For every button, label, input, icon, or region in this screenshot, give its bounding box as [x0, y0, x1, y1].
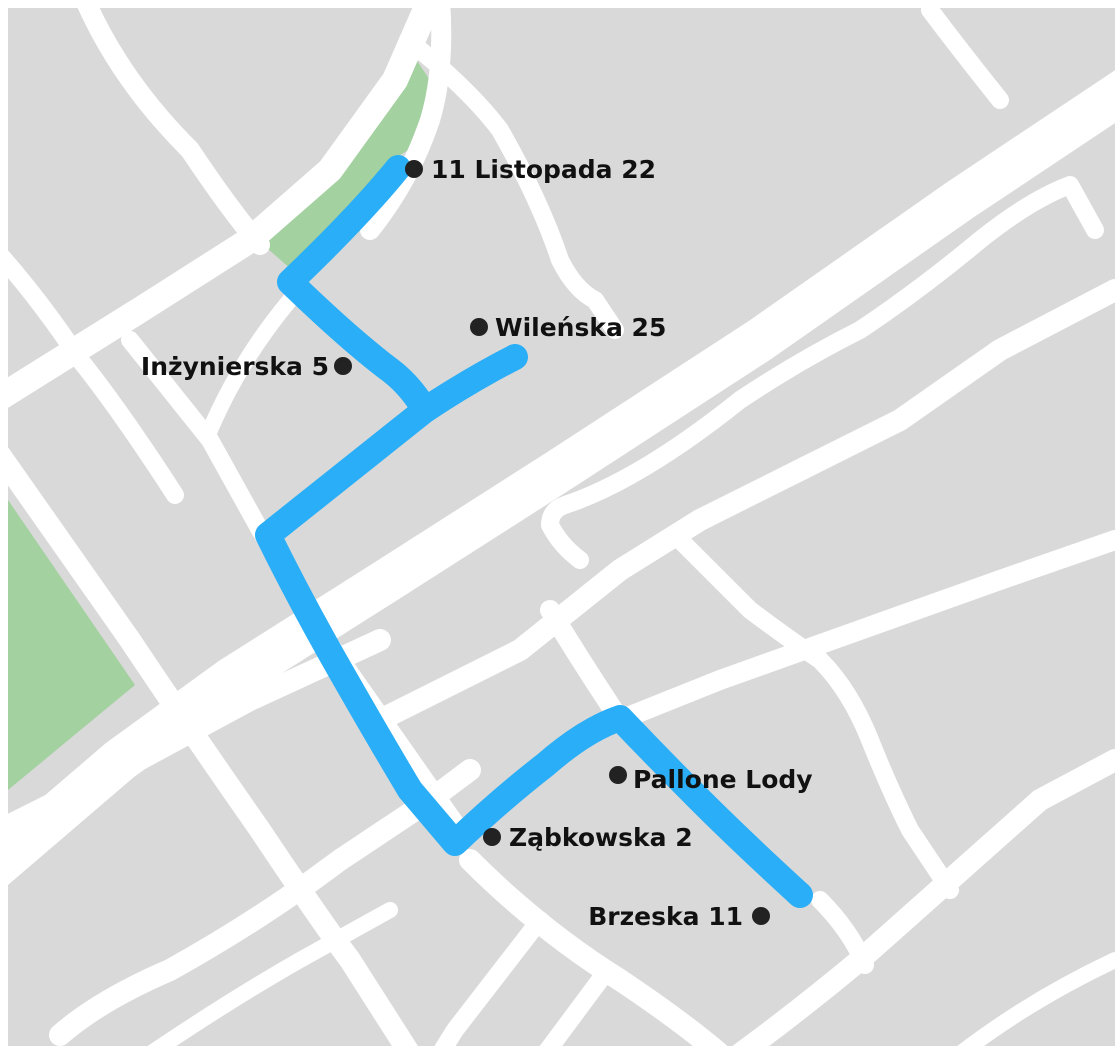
road-b — [360, 0, 452, 240]
location-marker-icon — [483, 828, 501, 846]
road-g — [202, 292, 298, 438]
poi-label: Ząbkowska 2 — [509, 823, 693, 852]
road-k — [610, 530, 1115, 730]
poi-label: Inżynierska 5 — [141, 352, 329, 381]
poi-label: Pallone Lody — [633, 765, 813, 794]
road-a — [75, 0, 270, 255]
road-d — [0, 246, 184, 504]
road-c — [399, 31, 624, 339]
road-j — [369, 279, 1115, 731]
location-marker-icon — [405, 160, 423, 178]
route-spur — [412, 344, 528, 423]
route-layer — [255, 155, 813, 908]
road-t — [811, 891, 874, 974]
road-o — [49, 759, 481, 1046]
location-marker-icon — [752, 907, 770, 925]
road-main-avenue — [0, 70, 1115, 892]
location-marker-icon — [609, 766, 627, 784]
road-n — [0, 629, 391, 841]
poi-listopada[interactable]: 11 Listopada 22 — [405, 155, 656, 184]
road-i — [541, 176, 1104, 569]
poi-label: Wileńska 25 — [495, 313, 666, 342]
road-p — [459, 849, 731, 1054]
route-path — [255, 155, 813, 908]
poi-label: Brzeska 11 — [588, 902, 743, 931]
road-q — [431, 911, 549, 1054]
road-main-avenue-west — [0, 0, 443, 413]
park-area-west — [8, 500, 135, 790]
poi-label: 11 Listopada 22 — [431, 155, 656, 184]
road-u — [952, 952, 1115, 1054]
poi-zabkowska[interactable]: Ząbkowska 2 — [483, 823, 693, 852]
poi-layer: 11 Listopada 22 Wileńska 25 Inżynierska … — [141, 155, 813, 931]
poi-inzynierska[interactable]: Inżynierska 5 — [141, 352, 352, 381]
road-m — [540, 600, 630, 730]
road-l — [671, 531, 959, 899]
poi-brzeska[interactable]: Brzeska 11 — [588, 902, 770, 931]
poi-pallone[interactable]: Pallone Lody — [609, 765, 813, 794]
poi-wilenska[interactable]: Wileńska 25 — [470, 313, 666, 342]
road-r — [536, 971, 609, 1054]
location-marker-icon — [470, 318, 488, 336]
road-e — [0, 444, 421, 1054]
road-h — [921, 1, 1009, 109]
road-v — [142, 902, 398, 1054]
location-marker-icon — [334, 357, 352, 375]
